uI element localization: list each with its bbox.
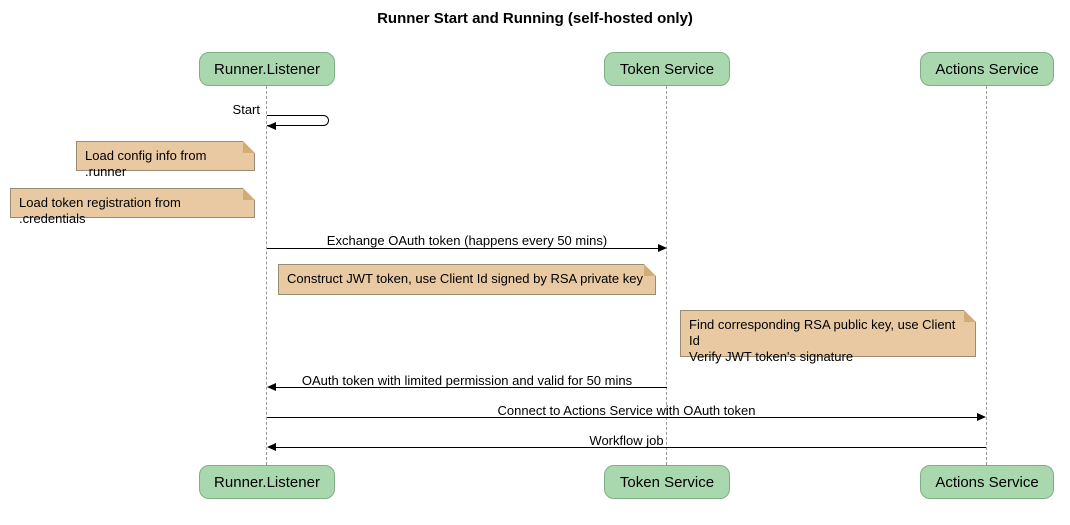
participant-label: Runner.Listener	[214, 60, 320, 78]
note-load-token-registration: Load token registration from .credential…	[10, 188, 255, 226]
message-workflow-label: Workflow job	[589, 433, 664, 448]
message-oauth-return-line	[275, 387, 667, 388]
lifeline-token-service	[666, 86, 667, 465]
arrowhead-right-icon	[977, 413, 986, 421]
participant-label: Token Service	[619, 473, 715, 491]
message-start-label: Start	[232, 102, 260, 117]
lifeline-actions-service	[986, 86, 987, 465]
message-exchange-label: Exchange OAuth token (happens every 50 m…	[326, 233, 608, 248]
participant-label: Runner.Listener	[214, 473, 320, 491]
note-find-rsa-key: Find corresponding RSA public key, use C…	[680, 310, 976, 364]
arrowhead-left-icon	[267, 122, 276, 130]
note-load-config: Load config info from .runner	[76, 141, 255, 179]
participant-actions-service-top: Actions Service	[920, 52, 1054, 86]
lifeline-runner-listener	[266, 86, 267, 465]
message-oauth-return-label: OAuth token with limited permission and …	[301, 373, 633, 388]
message-connect-label: Connect to Actions Service with OAuth to…	[497, 403, 756, 418]
participant-actions-service-bottom: Actions Service	[920, 465, 1054, 499]
note-construct-jwt: Construct JWT token, use Client Id signe…	[278, 264, 656, 295]
message-start-self-loop	[267, 115, 329, 126]
participant-label: Actions Service	[935, 473, 1039, 491]
diagram-title: Runner Start and Running (self-hosted on…	[377, 10, 693, 27]
arrowhead-right-icon	[658, 244, 667, 252]
participant-token-service-top: Token Service	[604, 52, 730, 86]
message-workflow-line	[275, 447, 986, 448]
participant-token-service-bottom: Token Service	[604, 465, 730, 499]
participant-label: Actions Service	[935, 60, 1039, 78]
message-exchange-line	[267, 248, 659, 249]
participant-label: Token Service	[619, 60, 715, 78]
message-connect-line	[267, 417, 978, 418]
arrowhead-left-icon	[267, 383, 276, 391]
arrowhead-left-icon	[267, 443, 276, 451]
participant-runner-listener-top: Runner.Listener	[199, 52, 335, 86]
participant-runner-listener-bottom: Runner.Listener	[199, 465, 335, 499]
